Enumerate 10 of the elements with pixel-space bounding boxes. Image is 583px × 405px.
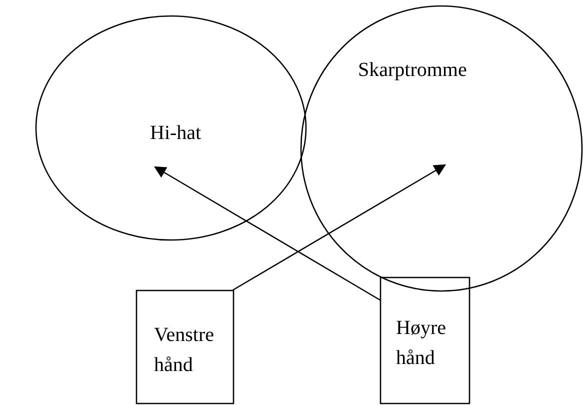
arrow [154,166,380,301]
node-label: Skarptromme [358,58,468,83]
instrument-ellipse [300,5,583,292]
node-label: Høyre hånd [396,316,447,371]
instrument-ellipse [35,15,307,241]
hand-box [136,290,234,404]
hand-box [380,277,470,404]
node-label: Venstre hånd [154,323,215,378]
arrow [232,164,446,291]
node-label: Hi-hat [150,121,202,146]
